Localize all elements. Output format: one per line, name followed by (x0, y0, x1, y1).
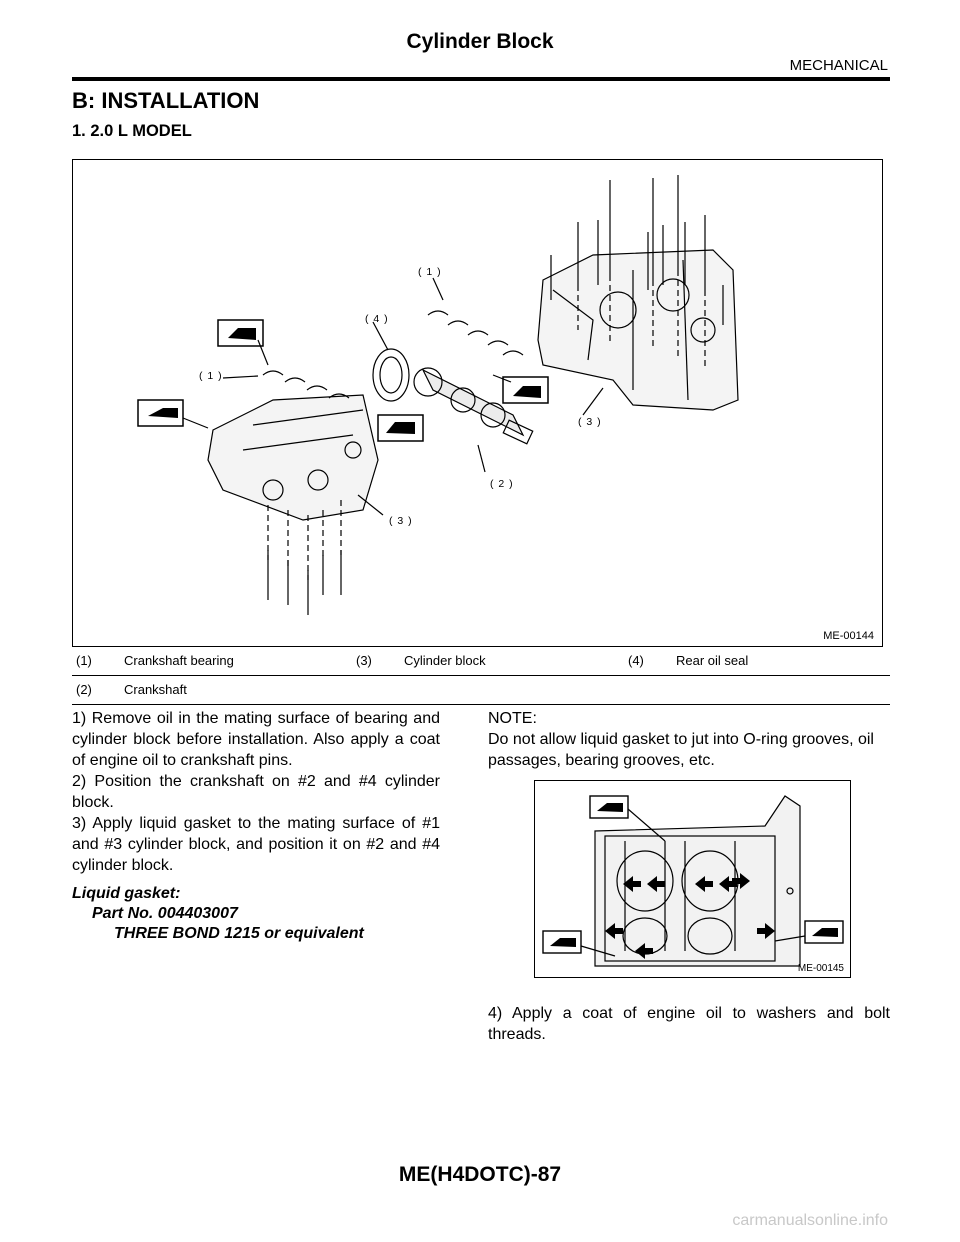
legend-item: (2) Crankshaft (76, 682, 187, 697)
step-3: 3) Apply liquid gasket to the mating sur… (72, 815, 440, 874)
oil-can-icon (217, 319, 264, 347)
page-title: Cylinder Block (406, 30, 554, 53)
callout-3-upper: ( 3 ) (578, 416, 602, 428)
figure-code-2: ME-00145 (797, 963, 844, 974)
spec-block: Liquid gasket: Part No. 004403007 THREE … (72, 884, 440, 944)
legend-number: (4) (628, 653, 644, 668)
liquid-gasket-icon (137, 399, 184, 427)
callout-1-lower: ( 1 ) (199, 370, 223, 382)
legend-number: (3) (356, 653, 372, 668)
gasket-application-drawing (542, 795, 844, 967)
step-2: 2) Position the crankshaft on #2 and #4 … (72, 773, 440, 811)
section-name: MECHANICAL (789, 57, 888, 74)
legend-text: Cylinder block (404, 653, 486, 668)
step-4: 4) Apply a coat of engine oil to washers… (488, 1005, 890, 1043)
liquid-gasket-icon-fig2-top (589, 795, 629, 819)
header-rule (72, 77, 890, 81)
liquid-gasket-icon-2 (377, 414, 424, 442)
legend-text: Rear oil seal (676, 653, 749, 668)
spec-label: Liquid gasket: (72, 885, 181, 902)
left-column: 1) Remove oil in the mating surface of b… (72, 708, 440, 944)
page-number: ME(H4DOTC)-87 (398, 1163, 562, 1186)
exploded-view-figure: ( 1 ) ( 4 ) ( 1 ) ( 3 ) ( 2 ) ( 3 ) ME-0… (72, 159, 883, 647)
exploded-view-drawing (137, 175, 739, 615)
legend-row: (2) Crankshaft (72, 675, 890, 705)
legend-number: (2) (76, 682, 92, 697)
section-heading: B: INSTALLATION (72, 88, 260, 113)
figure-legend: (1)Crankshaft bearing (3)Cylinder block … (72, 646, 890, 705)
figure-code: ME-00144 (823, 630, 874, 642)
subsection-heading: 1. 2.0 L MODEL (72, 122, 192, 140)
liquid-gasket-icon-fig2-right (804, 920, 844, 944)
callout-3-lower: ( 3 ) (389, 515, 413, 527)
watermark: carmanualsonline.info (732, 1212, 888, 1229)
step-1: 1) Remove oil in the mating surface of b… (72, 710, 440, 769)
legend-text: Crankshaft (124, 682, 187, 697)
spec-part-number: Part No. 004403007 (92, 905, 238, 922)
oil-can-icon-2 (502, 376, 549, 404)
legend-number: (1) (76, 653, 92, 668)
callout-1-upper: ( 1 ) (418, 266, 442, 278)
legend-item: (3) Cylinder block (356, 653, 486, 668)
note-text: Do not allow liquid gasket to jut into O… (488, 731, 874, 769)
legend-item: (1) Crankshaft bearing (76, 653, 234, 668)
callout-4: ( 4 ) (365, 313, 389, 325)
callout-2: ( 2 ) (490, 478, 514, 490)
liquid-gasket-icon-fig2-left (542, 930, 582, 954)
legend-text: Crankshaft bearing (124, 653, 234, 668)
spec-product: THREE BOND 1215 or equivalent (114, 925, 364, 942)
gasket-application-figure: ME-00145 (534, 780, 851, 978)
legend-row: (1)Crankshaft bearing (3)Cylinder block … (72, 646, 890, 676)
right-column: NOTE: Do not allow liquid gasket to jut … (488, 708, 890, 771)
legend-item: (4) Rear oil seal (628, 653, 748, 668)
note-label: NOTE: (488, 710, 537, 727)
